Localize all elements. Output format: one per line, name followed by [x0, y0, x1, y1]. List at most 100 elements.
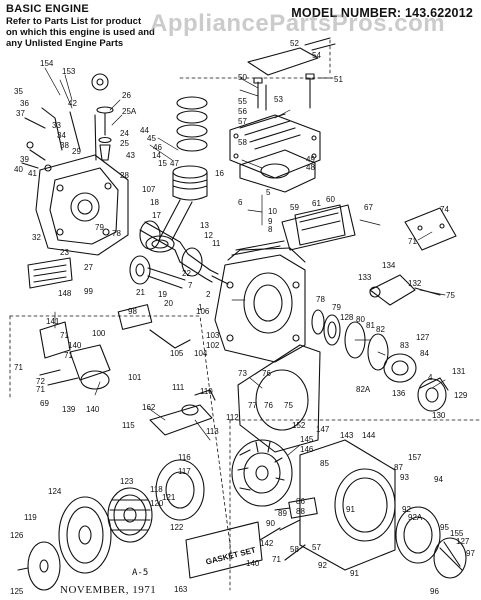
carburetor-assembly [39, 304, 191, 390]
callout-71-d: 71 [14, 363, 23, 372]
callout-73: 73 [238, 369, 247, 378]
rotating-screen [395, 506, 467, 579]
callout-94: 94 [434, 475, 443, 484]
callout-113: 113 [206, 427, 219, 436]
callout-84: 84 [420, 349, 429, 358]
callout-75-b: 75 [446, 291, 455, 300]
callout-130: 130 [432, 411, 446, 420]
callout-15: 15 [158, 159, 167, 168]
callout-95: 95 [440, 523, 449, 532]
callout-13: 13 [200, 221, 209, 230]
callout-45: 45 [147, 134, 156, 143]
callout-152: 152 [292, 421, 306, 430]
callout-17: 17 [152, 211, 161, 220]
head-gasket [239, 149, 316, 193]
callout-5: 5 [266, 188, 271, 197]
callout-49: 49 [306, 155, 315, 164]
callout-83: 83 [400, 341, 409, 350]
callout-56: 56 [238, 107, 247, 116]
callout-133: 133 [358, 273, 372, 282]
callout-34: 34 [57, 131, 66, 140]
callout-112: 112 [226, 413, 239, 422]
callout-54: 54 [312, 51, 321, 60]
callout-154: 154 [40, 59, 54, 68]
callout-71-c: 71 [64, 351, 73, 360]
callout-140-c: 140 [246, 559, 260, 568]
callout-80: 80 [356, 315, 365, 324]
callout-101: 101 [128, 373, 142, 382]
callout-128: 128 [340, 313, 354, 322]
callout-48: 48 [306, 163, 315, 172]
gasket-set-box [185, 521, 263, 579]
callout-103: 103 [206, 331, 220, 340]
callout-107: 107 [142, 185, 156, 194]
callout-146: 146 [300, 445, 314, 454]
callout-59: 59 [290, 203, 299, 212]
callout-52: 52 [290, 39, 299, 48]
callout-82: 82 [376, 325, 385, 334]
callout-58-b: 58 [290, 545, 299, 554]
callout-16: 16 [215, 169, 224, 178]
callout-7: 7 [188, 281, 193, 290]
callout-111: 111 [172, 383, 185, 392]
callout-40: 40 [14, 165, 23, 174]
callout-82A: 82A [356, 385, 371, 394]
callout-157: 157 [408, 453, 422, 462]
callout-127-b: 127 [456, 537, 470, 546]
head-bolts [253, 73, 315, 111]
watermark: AppliancePartsPros.com [150, 10, 446, 37]
note-line-2: on which this engine is used and [6, 27, 155, 38]
callout-75: 75 [284, 401, 293, 410]
callout-32: 32 [32, 233, 41, 242]
callout-163: 163 [174, 585, 188, 594]
callout-76: 76 [262, 369, 271, 378]
callout-26: 26 [122, 91, 131, 100]
breather-plate [247, 37, 336, 76]
callout-67: 67 [364, 203, 373, 212]
callout-142: 142 [260, 539, 274, 548]
callout-53: 53 [274, 95, 283, 104]
blower-housing [237, 344, 321, 453]
callout-14: 14 [152, 151, 161, 160]
callout-10: 10 [268, 207, 277, 216]
callout-25: 25 [120, 139, 129, 148]
callout-87: 87 [394, 463, 403, 472]
callout-50: 50 [238, 73, 247, 82]
note-line-1: Refer to Parts List for product [6, 16, 142, 27]
callout-145: 145 [300, 435, 314, 444]
callout-42: 42 [68, 99, 77, 108]
callout-33: 33 [52, 121, 61, 130]
model-number: MODEL NUMBER: 143.622012 [291, 6, 473, 20]
callout-74: 74 [440, 205, 449, 214]
callout-148: 148 [58, 289, 72, 298]
callout-140-b: 140 [86, 405, 100, 414]
cover-plate-74 [404, 207, 457, 251]
callout-61: 61 [312, 199, 321, 208]
baffle-60 [281, 204, 356, 251]
callout-29: 29 [72, 147, 81, 156]
recoil-housing [279, 439, 396, 571]
callout-131: 131 [452, 367, 466, 376]
callout-60: 60 [326, 195, 335, 204]
callout-85: 85 [320, 459, 329, 468]
callout-38: 38 [60, 141, 69, 150]
callout-102: 102 [206, 341, 220, 350]
diagram-title: BASIC ENGINE [6, 3, 90, 15]
callout-99: 99 [84, 287, 93, 296]
callout-27: 27 [84, 263, 93, 272]
connecting-rod [145, 199, 193, 253]
callout-127: 127 [416, 333, 430, 342]
cylinder-block [214, 240, 306, 363]
callout-47: 47 [170, 159, 179, 168]
callout-12: 12 [204, 231, 213, 240]
callout-92-b: 92 [318, 561, 327, 570]
callout-139: 139 [62, 405, 76, 414]
crankcase-cover [35, 154, 129, 256]
piston-rings [176, 96, 208, 152]
callout-24: 24 [120, 129, 129, 138]
callout-97: 97 [466, 549, 475, 558]
gasket-sheet-148 [27, 257, 73, 289]
callout-110: 110 [200, 387, 213, 396]
